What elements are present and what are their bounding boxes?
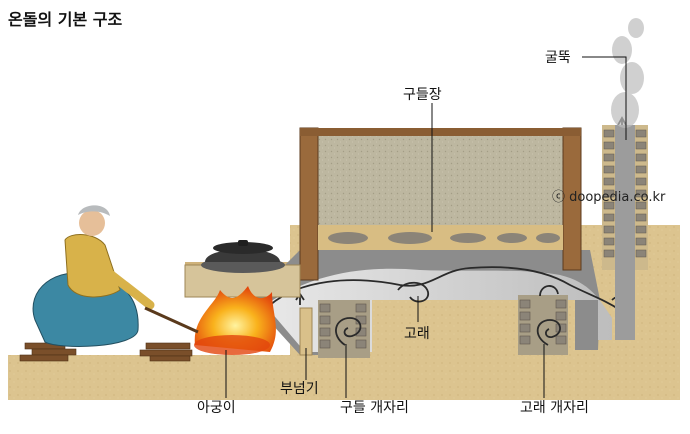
room-wall — [299, 127, 582, 281]
gudeuljang-stones — [318, 225, 563, 250]
leader-lines — [225, 56, 627, 398]
support-stones-right — [518, 295, 568, 355]
chimney — [602, 125, 648, 340]
watermark: ⓒ doopedia.co.kr — [552, 190, 666, 205]
label-firebox: 아궁이 — [197, 400, 236, 416]
woman-figure — [32, 205, 199, 347]
firewood — [19, 342, 193, 362]
support-stones-left — [318, 300, 370, 358]
leader-chimney — [582, 56, 627, 140]
label-gorae-support: 고래 개자리 — [520, 400, 589, 416]
label-gorae: 고래 — [404, 326, 430, 342]
page-title: 온돌의 기본 구조 — [8, 10, 123, 29]
buneomgi-wall — [299, 307, 313, 356]
label-gudeuljang: 구들장 — [403, 87, 442, 103]
fire — [194, 286, 276, 355]
label-buneomgi: 부넘기 — [280, 381, 319, 397]
label-gudeul-support: 구들 개자리 — [340, 400, 409, 416]
hearth — [184, 240, 301, 298]
chimney-smoke — [611, 18, 644, 128]
label-chimney: 굴뚝 — [545, 50, 571, 66]
